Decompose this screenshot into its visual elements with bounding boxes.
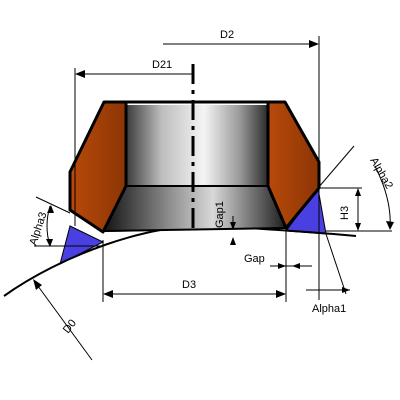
gap1-label: Gap1 (214, 201, 226, 228)
gap-label: Gap (244, 253, 265, 265)
d3-arrowhead-right (276, 290, 286, 298)
d0-label: D0 (61, 317, 79, 335)
gap-arrowhead (278, 263, 286, 269)
alpha3-arrowhead-bottom (46, 239, 53, 247)
gap1-arrowhead-down (230, 237, 236, 245)
alpha3-label: Alpha3 (27, 211, 49, 247)
base-flat-edge (102, 227, 287, 232)
h3-arrowhead-bottom (355, 223, 361, 231)
base-curve (3, 224, 357, 297)
gap1-arrowhead-up (230, 222, 236, 230)
steel-body-top (126, 105, 268, 186)
alpha2-label: Alpha2 (367, 156, 395, 192)
d21-label: D21 (152, 59, 172, 71)
left-weld-fillet (59, 225, 105, 265)
d2-arrowhead (309, 40, 319, 48)
h3-label: H3 (339, 206, 351, 220)
d3-label: D3 (182, 279, 196, 291)
d0-leader (34, 281, 93, 361)
gap-arrowhead-right (292, 263, 300, 269)
d2-label: D2 (220, 29, 234, 41)
alpha3-top-reference (35, 196, 71, 214)
alpha1-reference-line (325, 233, 347, 295)
alpha2-reference-line (317, 145, 355, 189)
alpha1-arrowhead (342, 287, 350, 293)
alpha1-label: Alpha1 (312, 303, 346, 315)
h3-arrowhead-top (355, 188, 361, 196)
d0-arrowhead (33, 279, 42, 290)
d3-arrowhead-left (103, 290, 113, 298)
alpha3-arrowhead-top (47, 205, 54, 213)
d21-arrowhead (75, 70, 85, 78)
alpha2-arrowhead (386, 221, 394, 230)
